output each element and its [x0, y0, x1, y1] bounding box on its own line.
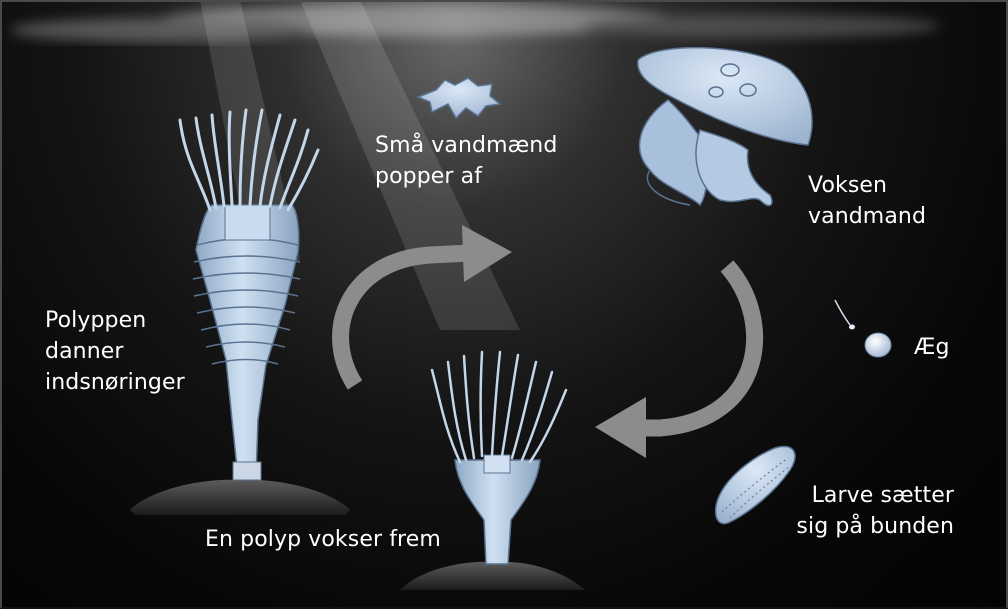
sperm-illustration — [835, 300, 855, 330]
label-adult-jellyfish-line1: Voksen — [808, 170, 926, 201]
label-adult-jellyfish: Voksen vandmand — [808, 170, 926, 232]
label-larva-line2: sig på bunden — [782, 511, 954, 542]
small-jellyfish-illustration — [418, 78, 500, 118]
arrow-to-polyp — [595, 266, 755, 458]
egg-illustration — [865, 333, 891, 357]
label-polyp: En polyp vokser frem — [205, 524, 441, 555]
label-small-jellyfish: Små vandmænd popper af — [375, 130, 557, 192]
label-strobila-line1: Polyppen — [45, 305, 185, 336]
label-egg-line1: Æg — [914, 332, 950, 363]
label-strobila-line3: indsnøringer — [45, 367, 185, 398]
label-strobila-line2: danner — [45, 336, 185, 367]
label-larva-line1: Larve sætter — [782, 480, 954, 511]
label-strobila: Polyppen danner indsnøringer — [45, 305, 185, 398]
water-surface — [10, 4, 940, 42]
label-polyp-line1: En polyp vokser frem — [205, 524, 441, 555]
label-egg: Æg — [914, 332, 950, 363]
label-small-jellyfish-line2: popper af — [375, 161, 557, 192]
adult-jellyfish-illustration — [638, 48, 812, 206]
label-adult-jellyfish-line2: vandmand — [808, 201, 926, 232]
label-small-jellyfish-line1: Små vandmænd — [375, 130, 557, 161]
label-larva: Larve sætter sig på bunden — [782, 480, 954, 542]
